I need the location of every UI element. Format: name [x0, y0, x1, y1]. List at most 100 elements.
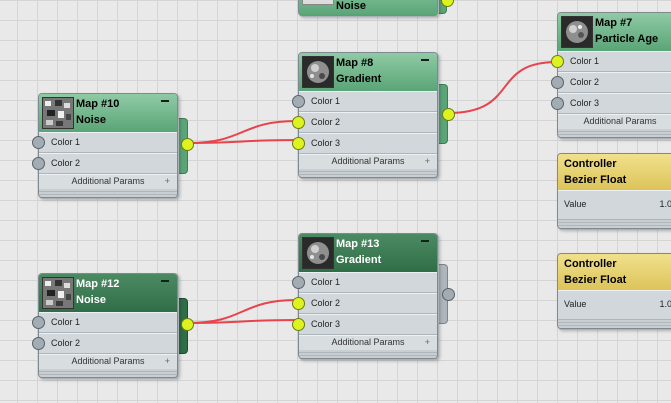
collapse-icon[interactable]	[161, 280, 169, 282]
param-row[interactable]: Color 2	[32, 333, 177, 354]
map-node-subtitle: Gradient	[336, 254, 382, 266]
map-node-8[interactable]: Map #8 Gradient Color 1 Color 2 Color 3 …	[292, 52, 438, 178]
plus-icon[interactable]: +	[424, 337, 430, 347]
output-socket[interactable]	[181, 318, 194, 331]
node-footer	[299, 350, 437, 358]
node-footer	[39, 189, 177, 197]
map-node-title: Map #12	[76, 278, 120, 290]
output-socket[interactable]	[442, 108, 455, 121]
param-label: Color 1	[51, 137, 81, 147]
collapse-icon[interactable]	[421, 59, 429, 61]
controller-node-1[interactable]: Controller Bezier Float Value 1.0	[557, 153, 671, 229]
map-node-header[interactable]: Noise	[299, 0, 437, 15]
input-socket[interactable]	[292, 95, 305, 108]
param-row[interactable]: Color 1	[32, 132, 177, 153]
wire-map10-to-map8-color3[interactable]	[187, 139, 298, 144]
additional-params-rollout[interactable]: Additional Params	[558, 114, 671, 129]
input-socket[interactable]	[292, 318, 305, 331]
param-row[interactable]: Color 3	[292, 133, 437, 154]
param-label: Color 2	[311, 117, 341, 127]
param-label: Color 1	[51, 317, 81, 327]
input-socket[interactable]	[292, 297, 305, 310]
map-node-title: Map #13	[336, 238, 380, 250]
input-socket[interactable]	[551, 97, 564, 110]
controller-node-subtitle: Bezier Float	[564, 174, 627, 186]
param-row[interactable]: Color 1	[32, 312, 177, 333]
node-footer	[299, 169, 437, 177]
input-socket[interactable]	[32, 157, 45, 170]
wire-map10-to-map8-color2[interactable]	[187, 120, 298, 144]
input-socket[interactable]	[551, 76, 564, 89]
value-row[interactable]: Value 1.0	[558, 190, 671, 220]
collapse-icon[interactable]	[161, 100, 169, 102]
additional-params-rollout[interactable]: Additional Params+	[299, 335, 437, 350]
value-label: Value	[564, 299, 587, 309]
plus-icon[interactable]: +	[164, 176, 170, 186]
map-node-12[interactable]: Map #12 Noise Color 1 Color 2 Additional…	[32, 273, 178, 378]
output-socket[interactable]	[442, 288, 455, 301]
controller-node-title: Controller	[564, 158, 617, 170]
map-node-subtitle: Noise	[336, 0, 366, 12]
map-node-header[interactable]: Map #12 Noise	[39, 274, 177, 312]
param-row[interactable]: Color 3	[551, 93, 671, 114]
wire-map8-to-map7-color1[interactable]	[447, 61, 558, 114]
map-node-13[interactable]: Map #13 Gradient Color 1 Color 2 Color 3…	[292, 233, 438, 359]
controller-node-2[interactable]: Controller Bezier Float Value 1.0	[557, 253, 671, 329]
collapse-icon[interactable]	[421, 240, 429, 242]
additional-params-rollout[interactable]: Additional Params+	[39, 174, 177, 189]
controller-node-header[interactable]: Controller Bezier Float	[558, 154, 671, 190]
param-row[interactable]: Color 1	[292, 272, 437, 293]
additional-params-label: Additional Params	[583, 116, 657, 126]
param-row[interactable]: Color 2	[292, 293, 437, 314]
input-socket[interactable]	[292, 137, 305, 150]
input-socket[interactable]	[32, 316, 45, 329]
wire-map12-to-map13-color3[interactable]	[187, 319, 298, 324]
map-node-header[interactable]: Map #8 Gradient	[299, 53, 437, 91]
param-row[interactable]: Color 1	[292, 91, 437, 112]
map-node-header[interactable]: Map #10 Noise	[39, 94, 177, 132]
map-node-header[interactable]: Map #13 Gradient	[299, 234, 437, 272]
map-node-header[interactable]: Map #7 Particle Age	[558, 13, 671, 51]
output-socket[interactable]	[181, 138, 194, 151]
controller-node-subtitle: Bezier Float	[564, 274, 627, 286]
map-node-top-partial[interactable]: Noise	[298, 0, 438, 16]
node-footer	[558, 320, 671, 328]
value-label: Value	[564, 199, 587, 209]
wire-map12-to-map13-color2[interactable]	[187, 299, 298, 324]
input-socket[interactable]	[32, 337, 45, 350]
input-socket[interactable]	[292, 116, 305, 129]
plus-icon[interactable]: +	[424, 156, 430, 166]
param-row[interactable]: Color 2	[551, 72, 671, 93]
map-node-title: Map #7	[595, 17, 633, 29]
node-footer	[39, 369, 177, 377]
plus-icon[interactable]: +	[164, 356, 170, 366]
additional-params-rollout[interactable]: Additional Params+	[299, 154, 437, 169]
input-socket[interactable]	[551, 55, 564, 68]
value-field[interactable]: 1.0	[659, 299, 671, 309]
map-thumbnail	[302, 237, 334, 269]
param-label: Color 2	[51, 158, 81, 168]
value-row[interactable]: Value 1.0	[558, 290, 671, 320]
param-label: Color 3	[570, 98, 600, 108]
node-footer	[558, 129, 671, 137]
param-row[interactable]: Color 3	[292, 314, 437, 335]
param-label: Color 2	[51, 338, 81, 348]
value-field[interactable]: 1.0	[659, 199, 671, 209]
input-socket[interactable]	[32, 136, 45, 149]
map-node-subtitle: Particle Age	[595, 33, 659, 45]
map-node-subtitle: Noise	[76, 114, 106, 126]
map-node-7[interactable]: Map #7 Particle Age Color 1 Color 2 Colo…	[551, 12, 671, 138]
param-label: Color 1	[311, 277, 341, 287]
map-thumbnail	[302, 0, 334, 5]
param-row[interactable]: Color 2	[292, 112, 437, 133]
node-footer	[558, 220, 671, 228]
controller-node-header[interactable]: Controller Bezier Float	[558, 254, 671, 290]
map-node-10[interactable]: Map #10 Noise Color 1 Color 2 Additional…	[32, 93, 178, 198]
map-thumbnail	[302, 56, 334, 88]
additional-params-rollout[interactable]: Additional Params+	[39, 354, 177, 369]
controller-node-title: Controller	[564, 258, 617, 270]
output-tab	[436, 0, 447, 14]
param-row[interactable]: Color 1	[551, 51, 671, 72]
param-row[interactable]: Color 2	[32, 153, 177, 174]
input-socket[interactable]	[292, 276, 305, 289]
